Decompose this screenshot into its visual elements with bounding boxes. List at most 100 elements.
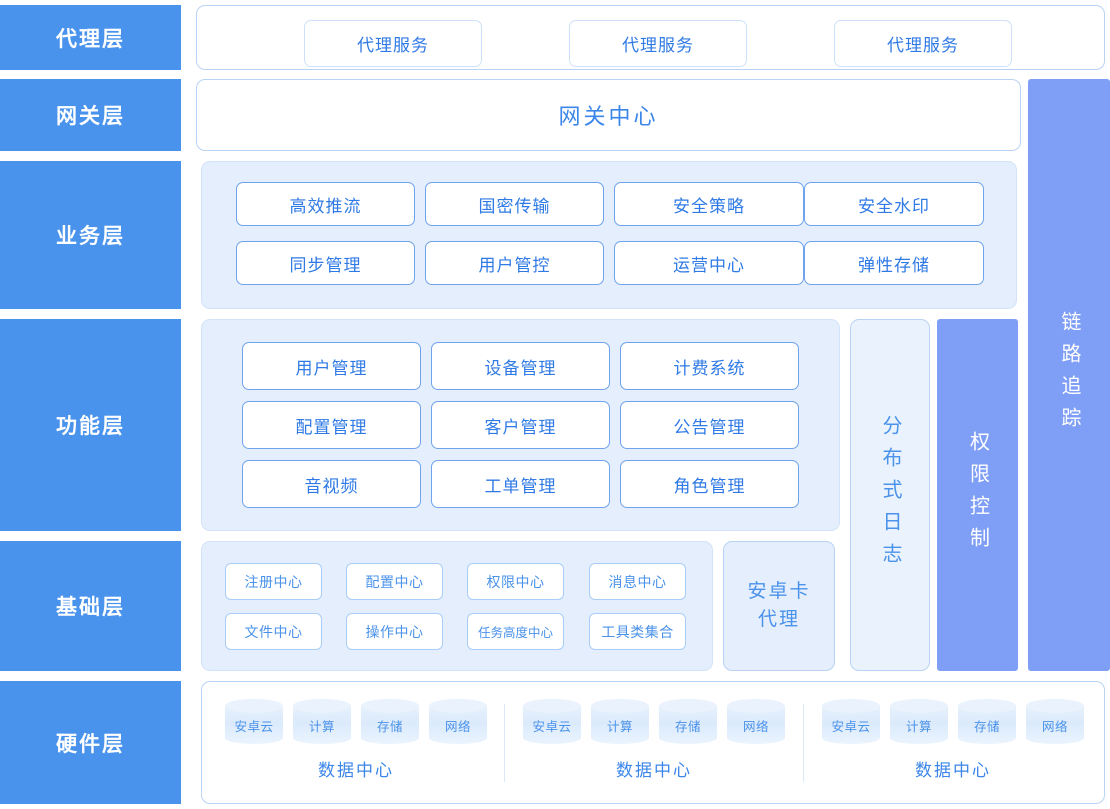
- foundation-item[interactable]: 权限中心: [467, 563, 564, 600]
- business-item[interactable]: 同步管理: [236, 241, 415, 285]
- node-label: 网络: [742, 719, 769, 734]
- android-card-proxy-box[interactable]: 安卓卡 代理: [723, 541, 835, 671]
- database-cylinder-icon[interactable]: 安卓云: [822, 699, 880, 744]
- data-center-nodes: 安卓云 计算 存储 网络: [807, 698, 1099, 744]
- business-item-label: 安全水印: [858, 196, 930, 216]
- business-item[interactable]: 安全水印: [804, 182, 984, 226]
- side-column-permission-control[interactable]: 权限控制: [937, 319, 1018, 671]
- data-center-group: 安卓云 计算 存储 网络 数据中心: [508, 698, 800, 790]
- foundation-item-label: 注册中心: [244, 573, 303, 590]
- layer-label-function: 功能层: [0, 319, 181, 531]
- gateway-layer-panel[interactable]: 网关中心: [196, 79, 1021, 151]
- business-item[interactable]: 安全策略: [614, 182, 804, 226]
- foundation-item-label: 权限中心: [486, 573, 545, 590]
- layer-label-text: 网关层: [56, 105, 125, 128]
- database-cylinder-icon[interactable]: 存储: [361, 699, 419, 744]
- gateway-center-label: 网关中心: [558, 104, 659, 129]
- data-center-divider: [803, 704, 804, 782]
- business-item[interactable]: 用户管控: [425, 241, 604, 285]
- function-item-label: 配置管理: [295, 417, 368, 437]
- business-item-label: 同步管理: [289, 255, 362, 275]
- database-cylinder-icon[interactable]: 网络: [429, 699, 487, 744]
- function-item[interactable]: 音视频: [242, 460, 421, 508]
- function-item-label: 计费系统: [673, 358, 746, 378]
- foundation-item-label: 配置中心: [365, 573, 424, 590]
- function-item[interactable]: 工单管理: [431, 460, 610, 508]
- foundation-item[interactable]: 配置中心: [346, 563, 443, 600]
- database-cylinder-icon[interactable]: 计算: [591, 699, 649, 744]
- database-cylinder-icon[interactable]: 存储: [958, 699, 1016, 744]
- proxy-service-label: 代理服务: [622, 36, 694, 55]
- side-column-label: 链路追踪: [1058, 311, 1080, 439]
- business-item-label: 国密传输: [478, 196, 551, 216]
- database-cylinder-icon[interactable]: 存储: [659, 699, 717, 744]
- function-item-label: 工单管理: [484, 476, 557, 496]
- business-item[interactable]: 高效推流: [236, 182, 415, 226]
- android-card-proxy-line1: 安卓卡: [747, 581, 811, 603]
- function-item-label: 音视频: [304, 476, 359, 496]
- database-cylinder-icon[interactable]: 计算: [293, 699, 351, 744]
- layer-label-proxy: 代理层: [0, 5, 181, 70]
- function-item[interactable]: 客户管理: [431, 401, 610, 449]
- node-label: 存储: [376, 719, 403, 734]
- business-item-label: 弹性存储: [858, 255, 930, 275]
- foundation-item[interactable]: 注册中心: [225, 563, 322, 600]
- side-column-link-tracing[interactable]: 链路追踪: [1028, 79, 1110, 671]
- business-item[interactable]: 运营中心: [614, 241, 804, 285]
- business-layer-panel: 高效推流 国密传输 安全策略 安全水印 同步管理 用户管控 运营中心 弹性存储: [201, 161, 1017, 309]
- business-item-label: 运营中心: [673, 255, 745, 275]
- hardware-layer-panel: 安卓云 计算 存储 网络 数据中心 安卓云 计: [201, 681, 1105, 804]
- business-item[interactable]: 国密传输: [425, 182, 604, 226]
- node-label: 计算: [606, 719, 633, 734]
- business-item-label: 安全策略: [673, 196, 745, 216]
- function-item-label: 客户管理: [484, 417, 557, 437]
- function-item[interactable]: 计费系统: [620, 342, 799, 390]
- function-item-label: 公告管理: [673, 417, 746, 437]
- proxy-service-label: 代理服务: [887, 36, 959, 55]
- data-center-nodes: 安卓云 计算 存储 网络: [508, 698, 800, 744]
- foundation-item[interactable]: 任务高度中心: [467, 613, 564, 650]
- foundation-item[interactable]: 操作中心: [346, 613, 443, 650]
- node-label: 计算: [905, 719, 932, 734]
- layer-label-text: 基础层: [56, 596, 125, 619]
- node-label: 安卓云: [532, 719, 572, 734]
- function-item[interactable]: 设备管理: [431, 342, 610, 390]
- foundation-item-label: 文件中心: [244, 623, 303, 640]
- proxy-service-box[interactable]: 代理服务: [834, 20, 1012, 67]
- data-center-name: 数据中心: [915, 761, 991, 780]
- proxy-service-box[interactable]: 代理服务: [304, 20, 482, 67]
- layer-label-hardware: 硬件层: [0, 681, 181, 804]
- database-cylinder-icon[interactable]: 网络: [727, 699, 785, 744]
- database-cylinder-icon[interactable]: 网络: [1026, 699, 1084, 744]
- side-column-label: 权限控制: [966, 431, 989, 559]
- layer-label-business: 业务层: [0, 161, 181, 309]
- function-item[interactable]: 角色管理: [620, 460, 799, 508]
- foundation-layer-panel: 注册中心 配置中心 权限中心 消息中心 文件中心 操作中心 任务高度中心 工具类…: [201, 541, 713, 671]
- foundation-item-label: 工具类集合: [601, 623, 674, 640]
- function-item[interactable]: 配置管理: [242, 401, 421, 449]
- proxy-service-box[interactable]: 代理服务: [569, 20, 747, 67]
- layer-label-gateway: 网关层: [0, 79, 181, 151]
- function-item-label: 用户管理: [295, 358, 368, 378]
- data-center-nodes: 安卓云 计算 存储 网络: [210, 698, 502, 744]
- function-item[interactable]: 用户管理: [242, 342, 421, 390]
- business-item[interactable]: 弹性存储: [804, 241, 984, 285]
- side-column-distributed-log[interactable]: 分布式日志: [850, 319, 930, 671]
- foundation-item[interactable]: 文件中心: [225, 613, 322, 650]
- layer-label-foundation: 基础层: [0, 541, 181, 671]
- database-cylinder-icon[interactable]: 安卓云: [523, 699, 581, 744]
- function-item-label: 角色管理: [673, 476, 746, 496]
- function-layer-panel: 用户管理 设备管理 计费系统 配置管理 客户管理 公告管理 音视频 工单管理 角…: [201, 319, 840, 531]
- database-cylinder-icon[interactable]: 计算: [890, 699, 948, 744]
- foundation-item-label: 任务高度中心: [477, 626, 553, 640]
- foundation-item[interactable]: 消息中心: [589, 563, 686, 600]
- layer-label-text: 功能层: [56, 415, 125, 438]
- layer-label-text: 硬件层: [56, 732, 125, 756]
- data-center-name: 数据中心: [318, 761, 394, 780]
- proxy-service-label: 代理服务: [357, 36, 429, 55]
- database-cylinder-icon[interactable]: 安卓云: [225, 699, 283, 744]
- layer-label-text: 业务层: [56, 225, 125, 248]
- foundation-item[interactable]: 工具类集合: [589, 613, 686, 650]
- function-item[interactable]: 公告管理: [620, 401, 799, 449]
